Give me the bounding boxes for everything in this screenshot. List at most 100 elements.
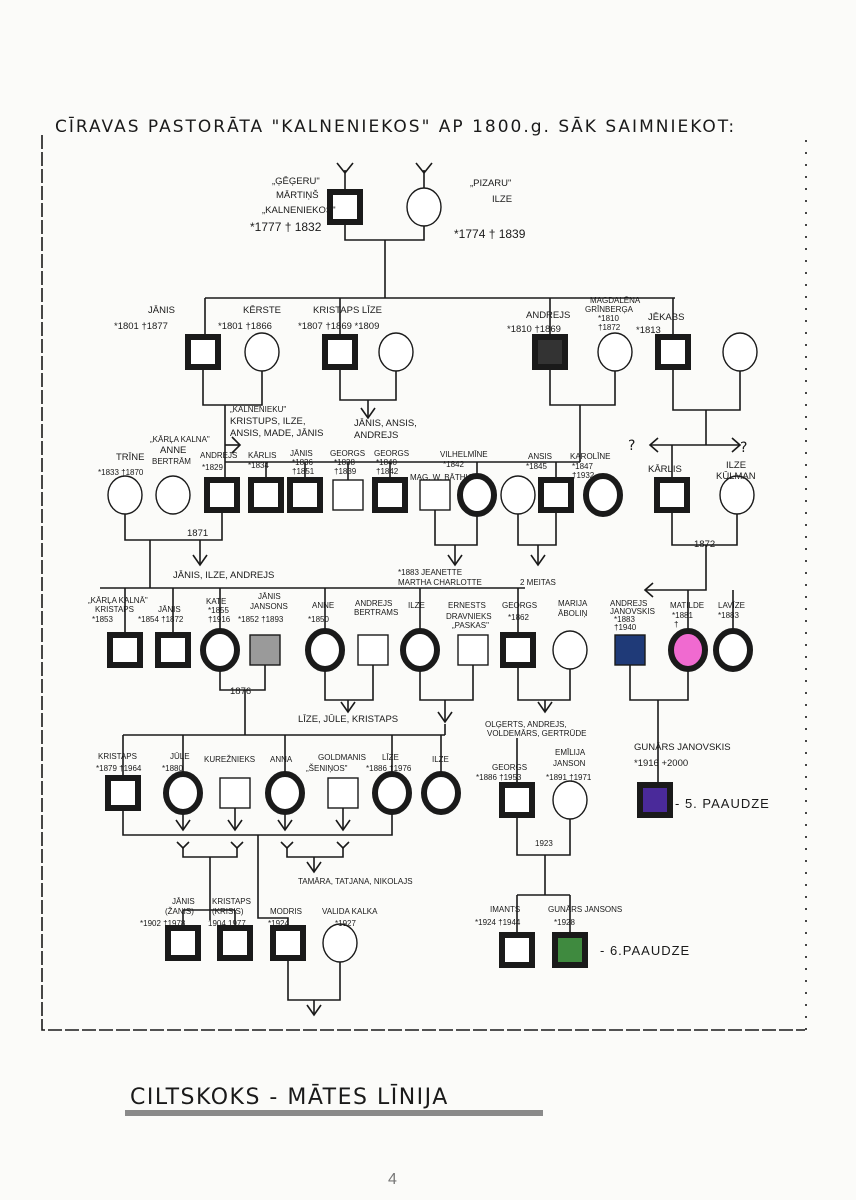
person-label: - 5. PAAUDZE [675, 796, 770, 811]
male-square-kristaps [105, 775, 141, 811]
gen2-labels: JĀNIS *1801 †1877 KĒRSTE *1801 †1866 KRI… [114, 296, 684, 441]
person-label: *1927 [335, 919, 356, 928]
person-label: KAROLĪNE [570, 452, 610, 461]
person-label: IMANTS [490, 905, 520, 914]
person-label: *1774 † 1839 [454, 227, 526, 241]
person-label: „KĀRĻA KALNĀ" [88, 596, 148, 605]
female-circle-matilde [668, 628, 708, 672]
person-label: *1829 [202, 463, 223, 472]
connector-line [629, 665, 689, 701]
person-label: JANSONS [250, 602, 288, 611]
person-label: *1847 [572, 462, 593, 471]
female-circle-lize [372, 771, 412, 815]
person-label: †1842 [376, 467, 399, 476]
arrow-right-icon [731, 437, 742, 453]
person-label: KATE [206, 597, 226, 606]
person-label: *1886 †1953 [476, 773, 522, 782]
person-label: VOLDEMĀRS, GERTRŪDE [487, 729, 586, 738]
person-label: *1852 †1893 [238, 615, 284, 624]
person-label: †1839 [334, 467, 357, 476]
person-label: *1924 [268, 919, 289, 928]
person-label: ? [740, 440, 749, 456]
female-circle-jekabs-wife [722, 332, 758, 372]
connector-line [324, 665, 374, 701]
male-square-imants [499, 932, 535, 968]
person-label: GEORGS [330, 449, 365, 458]
person-label: 1871 [187, 528, 208, 539]
person-label: VILHELMĪNE [440, 450, 488, 459]
connector-line [434, 510, 478, 546]
person-label: *1855 [208, 606, 229, 615]
person-label: †1851 [292, 467, 315, 476]
gen6-labels: JĀNIS (ŽANIS) *1902 †1978 KRISTAPS (KRIS… [140, 897, 689, 958]
person-label: *1850 [308, 615, 329, 624]
arrow-down-icon [437, 711, 453, 724]
person-label: VALIDA KALKA [322, 907, 378, 916]
person-label: ANDREJS [200, 451, 237, 460]
person-label: *1807 †1869 *1809 [298, 321, 379, 332]
person-label: ERNESTS [448, 601, 486, 610]
person-label: 1876 [230, 686, 251, 697]
person-label: *1886 †1976 [366, 764, 412, 773]
person-label: BERTRĀM [152, 457, 191, 466]
connector-line [516, 815, 571, 856]
person-label: *1853 [92, 615, 113, 624]
male-square-kureznieks [219, 777, 251, 809]
person-label: *1836 [292, 458, 313, 467]
female-circle-marija [552, 630, 588, 670]
gen1-ilze-label: „PIZARU" ILZE *1774 † 1839 [454, 178, 526, 241]
gen3-labels: „KĀRĻA KALNA" TRĪNE *1833 †1870 ANNE BER… [98, 435, 756, 587]
male-square-kristaps [322, 334, 358, 370]
male-square-gunars-jansons [552, 932, 588, 968]
person-label: *1801 †1877 [114, 321, 168, 332]
female-circle-anne [305, 628, 345, 672]
person-label: *1883 JEANETTE [398, 568, 462, 577]
person-label: (ŽANIS) [165, 907, 194, 916]
arrow-down-icon [306, 1004, 322, 1017]
connector-line [286, 848, 344, 858]
fork-icon [230, 841, 244, 850]
page-number: 4 [388, 1171, 397, 1188]
female-circle-ilze-kulman [719, 475, 755, 515]
person-label: *1813 [636, 325, 661, 336]
person-label: † [674, 620, 678, 629]
connector-line [339, 367, 397, 401]
arrow-down-icon [447, 554, 463, 567]
male-square-bathig [419, 479, 451, 511]
female-circle-vilhelmine [457, 473, 497, 517]
person-label: GEORGS [374, 449, 409, 458]
male-square-modris [270, 925, 306, 961]
male-square-janis [155, 632, 191, 668]
female-circle-lize [378, 332, 414, 372]
person-label: ANDREJS [355, 599, 392, 608]
connector-lines [41, 135, 807, 1031]
female-circle-lavize [713, 628, 753, 672]
gen5-labels: KRISTAPS *1879 †1964 JŪLE *1880 KUREŽNIE… [96, 742, 770, 886]
person-label: 2 MEITAS [520, 578, 556, 587]
person-label: „ŠENIŅOS" [306, 764, 348, 773]
person-label: †1940 [614, 623, 637, 632]
person-label: TRĪNE [116, 452, 145, 463]
person-label: GUNĀRS JANSONS [548, 905, 622, 914]
connector-line [645, 545, 707, 591]
person-label: *1834 [248, 461, 269, 470]
person-label: GRĪNBERĢA [585, 305, 634, 314]
person-label: KRISTAPS LĪZE [313, 305, 382, 316]
male-square-ernests [457, 634, 489, 666]
person-label: ANDREJS [526, 310, 570, 321]
person-label: *1810 [598, 314, 619, 323]
person-label: MODRIS [270, 907, 302, 916]
male-square-andrejs-janovskis [614, 634, 646, 666]
person-label: ANNE [312, 601, 334, 610]
connector-line [415, 162, 433, 175]
person-label: „PASKAS" [452, 621, 489, 630]
person-label: DRAVNIEKS [446, 612, 492, 621]
female-circle-karoline [583, 473, 623, 517]
arrow-left-icon [648, 437, 659, 453]
male-square-kristaps [217, 925, 253, 961]
person-label: *1924 †1944 [475, 918, 521, 927]
person-label: *1854 †1872 [138, 615, 184, 624]
male-square-kristaps [107, 632, 143, 668]
female-circle-ilze [406, 187, 442, 227]
